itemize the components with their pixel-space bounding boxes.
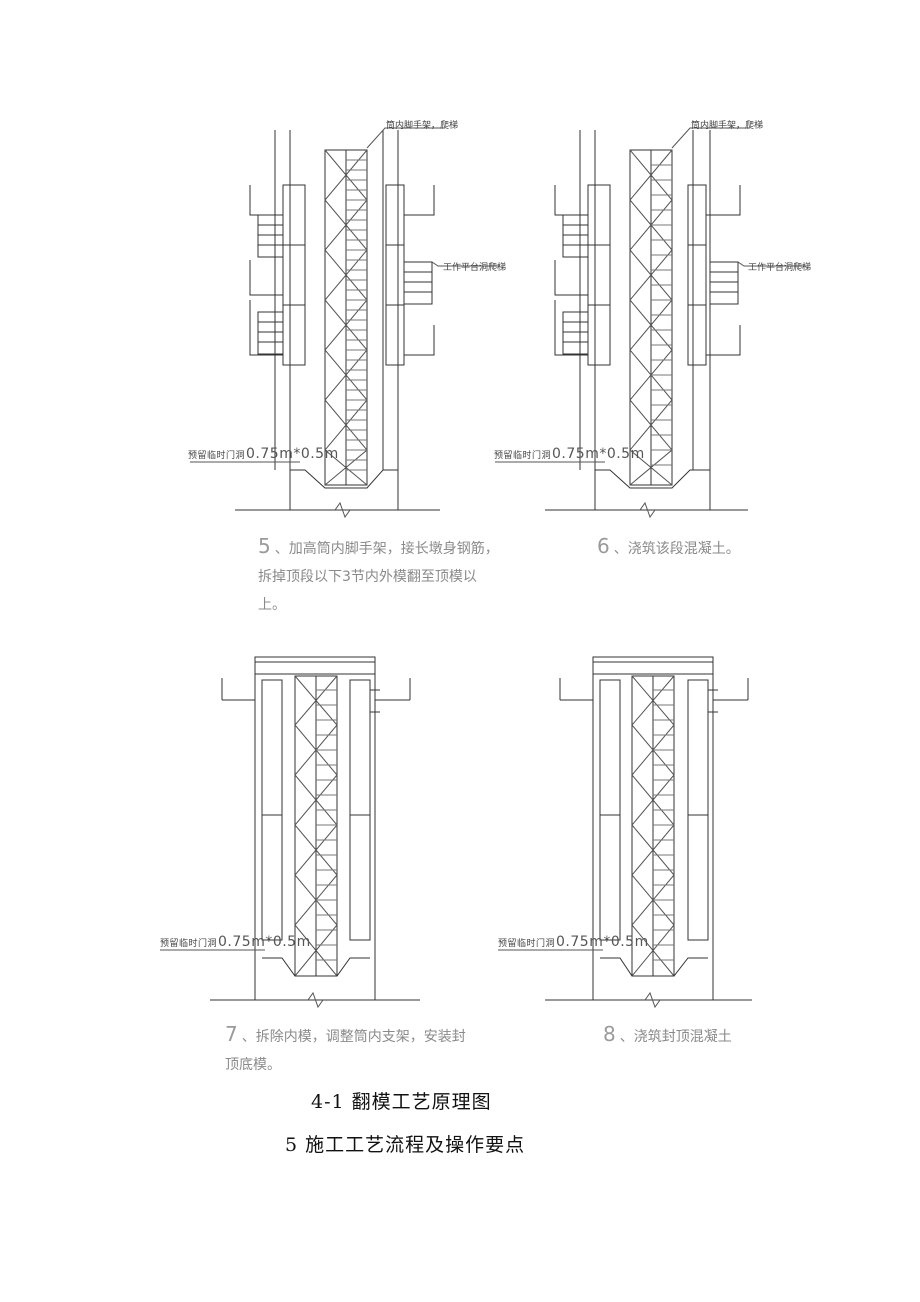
step-6-caption: 6、浇筑该段混凝土。 bbox=[597, 532, 740, 563]
door-dimension-value: 0.75m*0.5m bbox=[556, 934, 649, 950]
base-foundation bbox=[210, 957, 420, 1009]
top-seal-slab bbox=[592, 656, 714, 675]
ladder-rungs bbox=[653, 689, 674, 961]
door-dimension-value: 0.75m*0.5m bbox=[552, 446, 645, 462]
caption-line-1: 、拆除内模，调整筒内支架，安装封 bbox=[241, 1029, 466, 1045]
scaffold-bracing bbox=[324, 149, 368, 486]
step-8-caption: 8、浇筑封顶混凝土 bbox=[603, 1020, 732, 1051]
door-dimension-label: 预留临时门洞0.75m*0.5m bbox=[494, 446, 645, 462]
leader-top bbox=[366, 127, 445, 149]
wall-right-section bbox=[349, 679, 371, 941]
label-scaffold-ladder: 筒内脚手架，爬梯 bbox=[691, 121, 764, 131]
step-number: 8 bbox=[603, 1022, 616, 1046]
scaffold-bracing bbox=[629, 149, 673, 486]
door-dimension-value: 0.75m*0.5m bbox=[218, 934, 311, 950]
top-seal-slab bbox=[254, 656, 376, 675]
step-8-drawing bbox=[498, 656, 752, 1009]
caption-line-1: 、加高筒内脚手架，接长墩身钢筋， bbox=[274, 541, 499, 557]
leader-top bbox=[671, 127, 750, 149]
door-dimension-prefix: 预留临时门洞 bbox=[188, 451, 246, 461]
step-number: 5 bbox=[258, 534, 271, 558]
leader-side bbox=[431, 261, 500, 267]
base-foundation bbox=[545, 469, 748, 519]
door-dimension-label: 预留临时门洞0.75m*0.5m bbox=[188, 446, 339, 462]
figure-title: 4-1 翻模工艺原理图 bbox=[311, 1091, 492, 1113]
label-platform-ladder: 工作平台洞爬梯 bbox=[443, 263, 507, 273]
diagram-panel-step-6: 筒内脚手架，爬梯 工作平台洞爬梯 预留临时门洞0.75m*0.5m 6、浇筑该段… bbox=[0, 0, 920, 640]
door-dimension-prefix: 预留临时门洞 bbox=[494, 451, 552, 461]
section-title: 5 施工工艺流程及操作要点 bbox=[285, 1134, 526, 1156]
formwork-left bbox=[587, 184, 611, 366]
label-platform-ladder: 工作平台洞爬梯 bbox=[748, 263, 812, 273]
wall-left-section bbox=[599, 679, 621, 941]
step-5-drawing bbox=[190, 127, 500, 519]
right-platform bbox=[403, 185, 435, 356]
ladder-rungs bbox=[316, 689, 337, 961]
base-foundation bbox=[235, 469, 440, 519]
label-scaffold-ladder: 筒内脚手架，爬梯 bbox=[386, 121, 459, 131]
diagram-panel-step-5: 筒内脚手架，爬梯 工作平台洞爬梯 预留临时门洞0.75m*0.5m 5、加高筒内… bbox=[0, 0, 506, 640]
door-dimension-prefix: 预留临时门洞 bbox=[498, 939, 556, 949]
leader-side bbox=[737, 261, 806, 267]
right-platform bbox=[706, 185, 741, 356]
door-dimension-label: 预留临时门洞0.75m*0.5m bbox=[498, 934, 649, 950]
diagram-panel-step-8: 预留临时门洞0.75m*0.5m 8、浇筑封顶混凝土 bbox=[498, 656, 752, 1051]
caption-line-2: 拆掉顶段以下3节内外模翻至顶模以 bbox=[258, 569, 477, 585]
caption-line-1: 、浇筑封顶混凝土 bbox=[619, 1029, 732, 1045]
formwork-left bbox=[282, 184, 306, 366]
step-number: 7 bbox=[225, 1022, 238, 1046]
left-platforms bbox=[249, 185, 284, 356]
base-foundation bbox=[545, 957, 752, 1009]
step-7-caption: 7、拆除内模，调整筒内支架，安装封 顶底模。 bbox=[225, 1020, 466, 1079]
wall-left-section bbox=[261, 679, 283, 941]
formwork-right bbox=[687, 184, 707, 366]
caption-line-2: 顶底模。 bbox=[225, 1057, 281, 1073]
step-6-drawing bbox=[495, 127, 806, 519]
wall-right-section bbox=[687, 679, 709, 941]
caption-line-1: 、浇筑该段混凝土。 bbox=[613, 541, 740, 557]
caption-line-3: 上。 bbox=[258, 597, 286, 613]
door-dimension-label: 预留临时门洞0.75m*0.5m bbox=[160, 934, 311, 950]
door-dimension-prefix: 预留临时门洞 bbox=[160, 939, 218, 949]
door-dimension-value: 0.75m*0.5m bbox=[246, 446, 339, 462]
step-5-caption: 5、加高筒内脚手架，接长墩身钢筋， 拆掉顶段以下3节内外模翻至顶模以 上。 bbox=[258, 532, 499, 619]
step-7-drawing bbox=[160, 656, 420, 1009]
left-platforms bbox=[554, 185, 589, 356]
ladder-rungs bbox=[651, 164, 672, 466]
ladder-rungs bbox=[346, 159, 367, 471]
diagram-panel-step-7: 预留临时门洞0.75m*0.5m 7、拆除内模，调整筒内支架，安装封 顶底模。 bbox=[0, 0, 466, 1100]
step-number: 6 bbox=[597, 534, 610, 558]
